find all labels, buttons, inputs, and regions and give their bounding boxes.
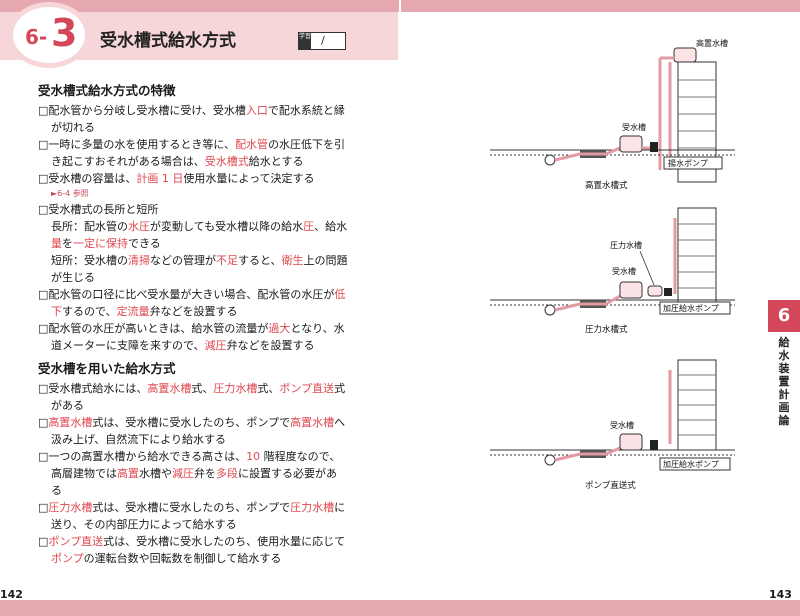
bullet-item: □一時に多量の水を使用するとき等に、配水管の水圧低下を引 bbox=[38, 138, 346, 151]
bullet-item: □配水管から分岐し受水槽に受け、受水槽入口で配水系統と縁 bbox=[38, 104, 345, 117]
bullet-item: □配水管の口径に比べ受水量が大きい場合、配水管の水圧が低 bbox=[38, 288, 346, 301]
section-title: 受水槽式給水方式 bbox=[100, 31, 236, 51]
chapter-tab[interactable]: 6 bbox=[768, 300, 800, 332]
bullet-item: □高置水槽式は、受水槽に受水したのち、ポンプで高置水槽へ bbox=[38, 416, 346, 429]
bullet-continuation: 高層建物では高置水槽や減圧弁を多段に設置する必要があ bbox=[51, 467, 337, 480]
receiving-tank bbox=[619, 281, 643, 299]
bullet-item: □圧力水槽式は、受水槽に受水したのち、ポンプで圧力水槽に bbox=[38, 501, 346, 514]
bullet-continuation: 汲み上げ、自然流下により給水する bbox=[51, 433, 227, 446]
chapter-name: 給水装置計画論 bbox=[778, 336, 790, 427]
bullet-item: □ポンプ直送式は、受水槽に受水したのち、使用水量に応じて bbox=[38, 535, 346, 548]
label-receiving-tank: 受水槽 bbox=[622, 122, 646, 132]
bullet-continuation: 長所：配水管の水圧が変動しても受水槽以降の給水圧、給水 bbox=[51, 220, 348, 233]
bullet-continuation: る bbox=[51, 484, 62, 497]
study-slash: / bbox=[321, 34, 325, 47]
label-lift-pump: 揚水ポンプ bbox=[668, 158, 708, 168]
top-color-bar bbox=[0, 0, 800, 12]
bullet-continuation: 短所：受水槽の清掃などの管理が不足すると、衛生上の問題 bbox=[51, 254, 348, 267]
bullet-continuation: がある bbox=[51, 399, 84, 412]
bullet-continuation: 道メーターに支障を来すので、減圧弁などを設置する bbox=[51, 339, 315, 352]
bullet-item: □受水槽式の長所と短所 bbox=[38, 203, 159, 216]
label-elevated-tank: 高置水槽 bbox=[696, 38, 728, 48]
bullet-continuation: 送り、その内部圧力によって給水する bbox=[51, 518, 237, 531]
pump bbox=[650, 440, 658, 450]
elevated-tank bbox=[673, 47, 697, 63]
bullet-item: □配水管の水圧が高いときは、給水管の流量が過大となり、水 bbox=[38, 322, 345, 335]
section-prefix: 6- bbox=[25, 25, 48, 49]
label-booster-pump: 加圧給水ポンプ bbox=[663, 303, 719, 313]
caption-elevated-tank: 高置水槽式 bbox=[585, 180, 628, 191]
bullet-item: □受水槽式給水には、高置水槽式、圧力水槽式、ポンプ直送式 bbox=[38, 382, 346, 395]
section-number: 3 bbox=[51, 11, 78, 55]
bullet-continuation: が生じる bbox=[51, 271, 95, 284]
page-number-left: 142 bbox=[0, 588, 23, 601]
figure-elevated-tank-system: 高置水槽 受水槽 揚水ポンプ 高置水槽式 bbox=[490, 38, 735, 191]
receiving-tank bbox=[619, 433, 643, 451]
bullet-continuation: が切れる bbox=[51, 121, 95, 134]
label-booster-pump: 加圧給水ポンプ bbox=[663, 459, 719, 469]
water-supply-figures: 高置水槽 受水槽 揚水ポンプ 高置水槽式 圧力水槽 受水槽 加圧給水ポンプ 圧力… bbox=[490, 38, 735, 491]
bullet-item: □受水槽の容量は、計画 1 日使用水量によって決定する bbox=[38, 172, 315, 185]
page-number-right: 143 bbox=[769, 588, 792, 601]
label-pressure-tank: 圧力水槽 bbox=[610, 240, 642, 250]
caption-direct-pump: ポンプ直送式 bbox=[585, 480, 636, 491]
bullet-continuation: 量を一定に保持できる bbox=[51, 237, 161, 250]
pump bbox=[650, 142, 658, 152]
study-date-box: 学習 / bbox=[298, 32, 346, 50]
meter bbox=[544, 154, 556, 166]
receiving-tank bbox=[619, 135, 643, 153]
subheading: 受水槽式給水方式の特徴 bbox=[38, 83, 176, 98]
study-label: 学習 bbox=[299, 33, 311, 49]
caption-pressure-tank: 圧力水槽式 bbox=[585, 324, 628, 335]
meter bbox=[544, 304, 556, 316]
pressure-tank bbox=[647, 285, 663, 297]
label-receiving-tank: 受水槽 bbox=[612, 266, 636, 276]
label-receiving-tank: 受水槽 bbox=[610, 420, 634, 430]
subheading: 受水槽を用いた給水方式 bbox=[38, 361, 176, 376]
section-number-badge: 6- 3 bbox=[8, 2, 90, 68]
figure-pressure-tank-system: 圧力水槽 受水槽 加圧給水ポンプ 圧力水槽式 bbox=[490, 207, 735, 335]
figure-direct-pump-system: 受水槽 加圧給水ポンプ ポンプ直送式 bbox=[490, 359, 735, 491]
bottom-color-bar bbox=[0, 600, 800, 616]
pump bbox=[664, 288, 672, 296]
bullet-item: □一つの高置水槽から給水できる高さは、10 階程度なので、 bbox=[38, 450, 341, 463]
bullet-continuation: ポンプの運転台数や回転数を制御して給水する bbox=[51, 552, 282, 565]
bullet-continuation: き起こすおそれがある場合は、受水槽式給水とする bbox=[51, 155, 304, 168]
bullet-continuation: 下するので、定流量弁などを設置する bbox=[51, 305, 238, 318]
meter bbox=[544, 454, 556, 466]
main-text: 受水槽式給水方式の特徴 □配水管から分岐し受水槽に受け、受水槽入口で配水系統と縁… bbox=[38, 80, 358, 567]
reference-link[interactable]: ►6-4 参照 bbox=[51, 189, 89, 198]
